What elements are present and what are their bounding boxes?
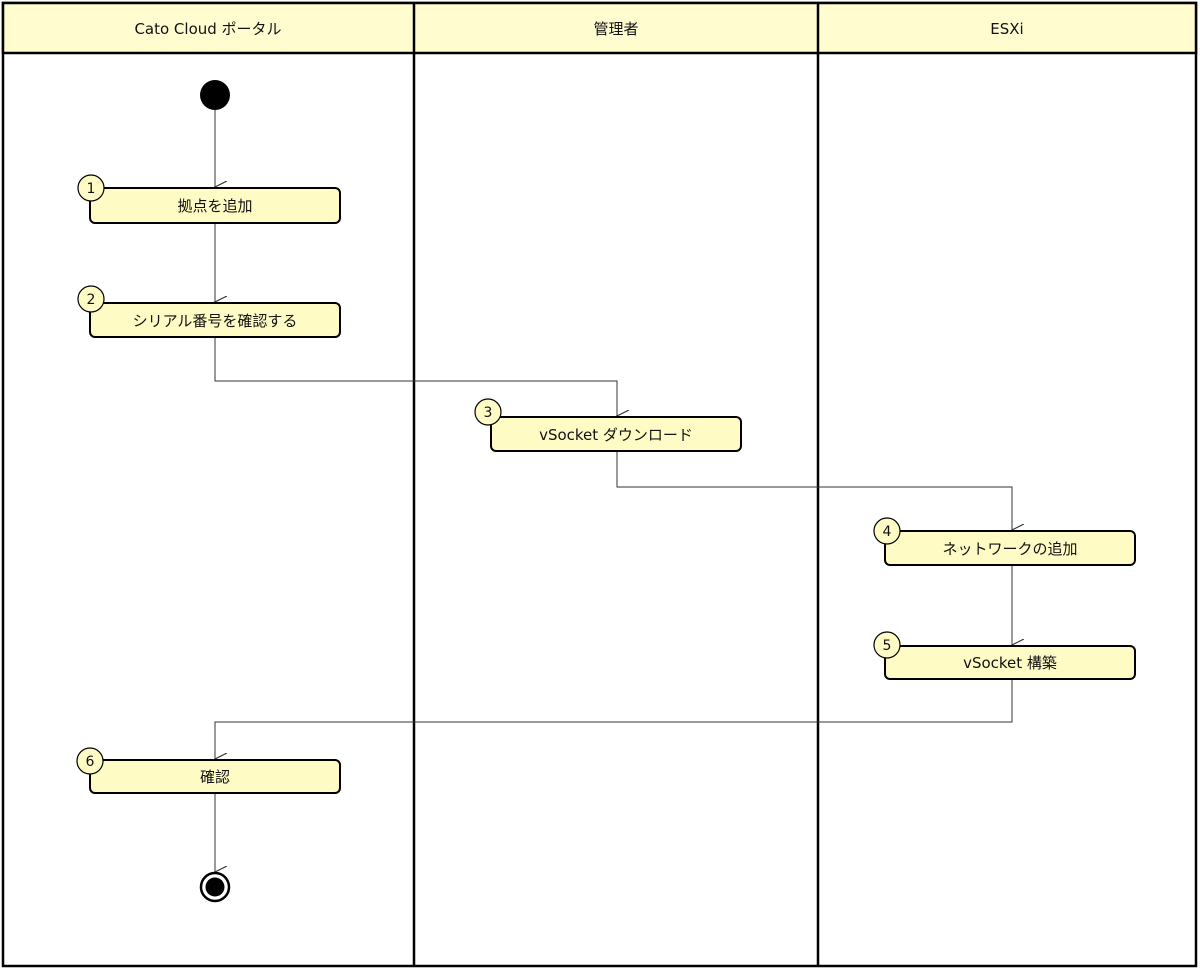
action-add-site: 拠点を追加 1 [77,174,341,224]
action-label: vSocket ダウンロード [539,426,693,444]
action-label: シリアル番号を確認する [133,312,298,330]
step-badge [77,285,105,313]
action-label: vSocket 構築 [963,654,1057,672]
lane-title-admin: 管理者 [593,20,638,38]
flow-2-to-3 [214,337,617,416]
flow-3-to-4 [616,451,1012,530]
step-badge [873,517,901,545]
action-vsocket-download: vSocket ダウンロード 3 [474,398,742,452]
action-confirm: 確認 6 [76,747,341,794]
step-badge [873,631,901,659]
lane-title-cato-portal: Cato Cloud ポータル [134,20,281,38]
step-number: 5 [883,638,892,654]
action-box [490,416,742,452]
step-badge [76,747,104,775]
lane-title-esxi: ESXi [990,20,1023,38]
step-number: 2 [87,292,96,308]
step-number: 3 [484,405,493,421]
flow-5-to-6 [215,679,1013,759]
end-node [199,871,231,903]
action-box [89,759,341,794]
action-label: ネットワークの追加 [942,540,1077,558]
step-number: 4 [883,524,892,540]
start-node [200,80,230,110]
action-build-vsocket: vSocket 構築 5 [873,631,1136,680]
action-box [884,645,1136,680]
step-number: 1 [87,181,96,197]
lane-header-band [1,1,1198,55]
action-check-serial: シリアル番号を確認する 2 [77,285,341,338]
action-label: 拠点を追加 [177,197,252,215]
action-box [89,187,341,224]
action-box [884,530,1136,566]
step-badge [474,398,502,426]
action-add-network: ネットワークの追加 4 [873,517,1136,566]
action-box [89,302,341,338]
step-badge [77,174,105,202]
step-number: 6 [86,754,95,770]
action-label: 確認 [200,768,230,786]
